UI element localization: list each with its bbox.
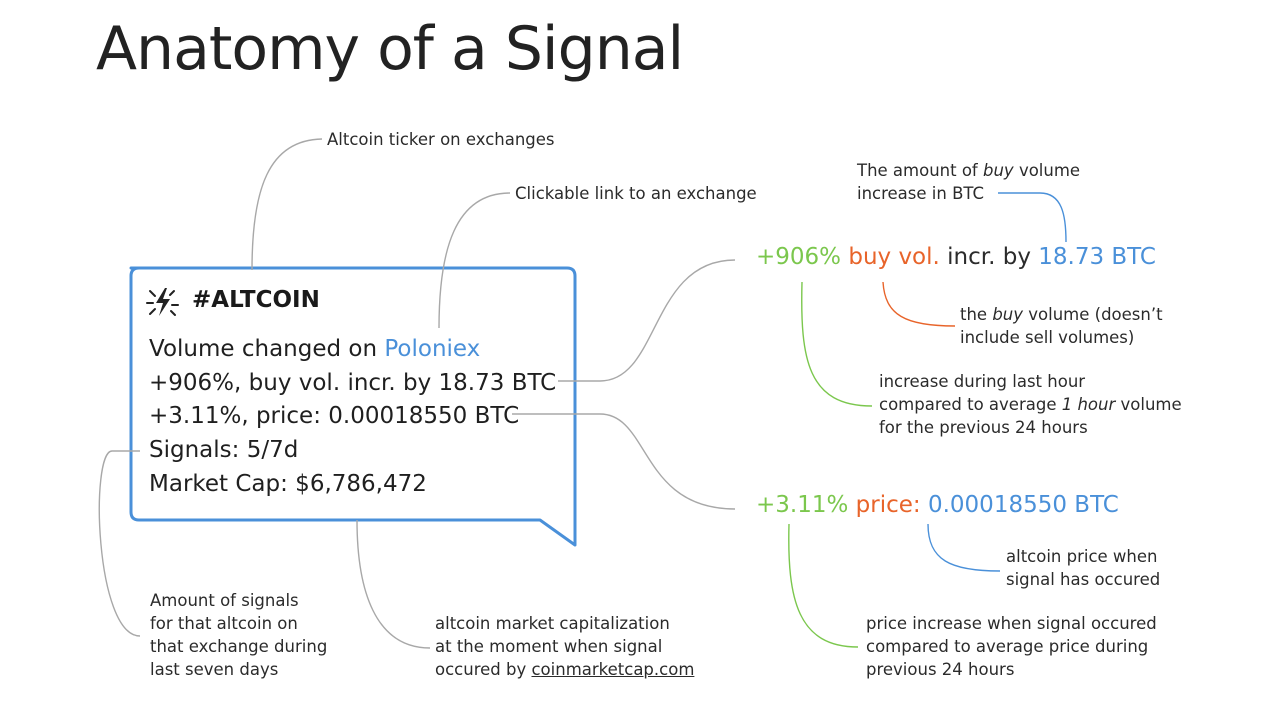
note-text: volume <box>1013 161 1081 180</box>
note-text: increase during last hour <box>879 372 1086 391</box>
note-text: Amount of signals <box>150 591 299 610</box>
note-text: volume (doesn’t <box>1023 305 1163 324</box>
note-text: previous 24 hours <box>866 660 1015 679</box>
connector-ticker <box>251 138 323 271</box>
card-line-signals: Signals: 5/7d <box>149 437 299 463</box>
price-value: 0.00018550 BTC <box>927 492 1119 518</box>
note-link: Clickable link to an exchange <box>515 184 757 203</box>
note-signals: Amount of signals for that altcoin on th… <box>150 589 327 681</box>
incr-by-label: incr. by <box>947 244 1031 270</box>
note-text-em: buy <box>983 161 1014 180</box>
connector-price-value <box>927 523 1001 572</box>
connector-volume <box>558 259 736 382</box>
note-text-em: buy <box>992 305 1024 324</box>
card-line-volume-changed: Volume changed on Poloniex <box>149 332 480 366</box>
note-text: volume <box>1115 395 1182 414</box>
note-text: price increase when signal occured <box>866 614 1157 633</box>
note-text: altcoin price when <box>1006 547 1158 566</box>
note-text: occured by <box>435 660 532 679</box>
note-price-when: altcoin price when signal has occured <box>1006 545 1160 591</box>
connector-increase <box>801 281 873 407</box>
connector-signals <box>98 450 141 637</box>
connector-price <box>512 413 736 510</box>
buy-vol-label: buy vol. <box>848 244 940 270</box>
note-text: for that altcoin on <box>150 614 298 633</box>
lightning-spark-icon <box>144 283 182 321</box>
connector-price-increase <box>788 523 859 648</box>
note-price-increase: price increase when signal occured compa… <box>866 612 1157 681</box>
note-text: for the previous 24 hours <box>879 418 1088 437</box>
card-line-volume: +906%, buy vol. incr. by 18.73 BTC <box>149 370 557 396</box>
note-ticker: Altcoin ticker on exchanges <box>327 130 555 149</box>
connector-mcap <box>356 519 431 649</box>
page-title: Anatomy of a Signal <box>96 14 684 84</box>
card-line1-prefix: Volume changed on <box>149 336 385 362</box>
note-text: compared to average <box>879 395 1062 414</box>
volume-breakdown: +906% buy vol. incr. by 18.73 BTC <box>756 244 1156 270</box>
price-percent: +3.11% <box>756 492 849 518</box>
card-line-market-cap: Market Cap: $6,786,472 <box>149 471 427 497</box>
coinmarketcap-link[interactable]: coinmarketcap.com <box>531 660 695 679</box>
note-text: last seven days <box>150 660 279 679</box>
price-breakdown: +3.11% price: 0.00018550 BTC <box>756 492 1119 518</box>
note-increase: increase during last hour compared to av… <box>879 370 1182 439</box>
note-text: compared to average price during <box>866 637 1149 656</box>
note-text: increase in BTC <box>857 184 985 203</box>
note-text-em: 1 hour <box>1061 395 1116 414</box>
volume-amount: 18.73 BTC <box>1038 244 1156 270</box>
note-buy-amount: The amount of buy volume increase in BTC <box>857 159 1080 205</box>
exchange-link[interactable]: Poloniex <box>384 336 481 362</box>
note-text: altcoin market capitalization <box>435 614 670 633</box>
note-text: The amount of <box>857 161 983 180</box>
message-card-border <box>129 266 577 547</box>
card-line-price: +3.11%, price: 0.00018550 BTC <box>149 403 520 429</box>
note-text: signal has occured <box>1006 570 1161 589</box>
note-text: that exchange during <box>150 637 328 656</box>
card-ticker: #ALTCOIN <box>192 287 320 313</box>
connector-link <box>438 192 511 329</box>
volume-percent: +906% <box>756 244 842 270</box>
price-label: price: <box>855 492 921 518</box>
note-text: include sell volumes) <box>960 328 1135 347</box>
note-text: the <box>960 305 993 324</box>
connector-buy-volume <box>882 281 956 327</box>
connector-buy-amount <box>998 192 1067 243</box>
note-buy-volume: the buy volume (doesn’t include sell vol… <box>960 303 1163 349</box>
note-market-cap: altcoin market capitalization at the mom… <box>435 612 694 681</box>
note-text: at the moment when signal <box>435 637 663 656</box>
